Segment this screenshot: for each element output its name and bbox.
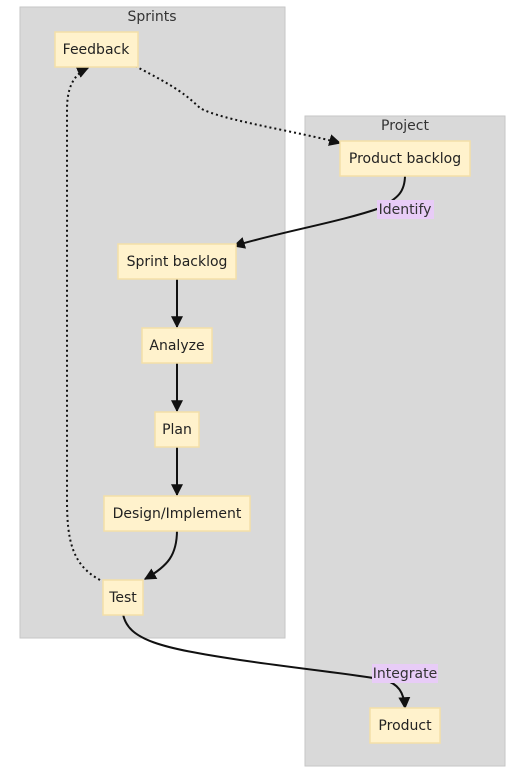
node-test[interactable]: Test xyxy=(102,579,144,616)
node-product-label: Product xyxy=(378,718,432,734)
node-design-implement[interactable]: Design/Implement xyxy=(103,495,251,532)
cluster-project-box xyxy=(304,115,506,767)
node-product[interactable]: Product xyxy=(369,707,441,744)
node-sprint-backlog[interactable]: Sprint backlog xyxy=(117,243,237,280)
node-feedback[interactable]: Feedback xyxy=(54,31,139,68)
edge-label-integrate: Integrate xyxy=(372,664,438,683)
node-product-backlog[interactable]: Product backlog xyxy=(339,140,471,177)
edge-label-identify: Identify xyxy=(377,200,434,219)
node-sprint-backlog-label: Sprint backlog xyxy=(127,254,228,270)
edge-label-identify-text: Identify xyxy=(379,202,432,218)
edge-test-to-feedback xyxy=(66,66,101,581)
edge-label-identify-bg xyxy=(377,200,434,219)
node-test-box[interactable] xyxy=(102,579,144,616)
node-plan-box[interactable] xyxy=(154,411,200,448)
node-design-implement-label: Design/Implement xyxy=(113,506,242,522)
cluster-project: Project xyxy=(304,115,506,767)
node-analyze-label: Analyze xyxy=(149,338,204,354)
cluster-sprints: Sprints xyxy=(19,6,286,639)
node-analyze-box[interactable] xyxy=(141,327,213,364)
node-product-backlog-label: Product backlog xyxy=(349,151,461,167)
edge-label-integrate-bg xyxy=(372,664,438,683)
node-sprint-backlog-box[interactable] xyxy=(117,243,237,280)
edge-label-integrate-text: Integrate xyxy=(373,666,437,682)
node-design-implement-box[interactable] xyxy=(103,495,251,532)
node-plan-label: Plan xyxy=(162,422,192,438)
node-test-label: Test xyxy=(108,590,137,606)
edge-test-to-product xyxy=(122,613,411,710)
node-product-box[interactable] xyxy=(369,707,441,744)
node-feedback-box[interactable] xyxy=(54,31,139,68)
node-plan[interactable]: Plan xyxy=(154,411,200,448)
cluster-project-label: Project xyxy=(381,118,429,134)
edge-design-implement-to-test xyxy=(143,529,178,580)
cluster-sprints-box xyxy=(19,6,286,639)
edge-product-backlog-to-sprint-backlog xyxy=(232,174,406,249)
cluster-sprints-label: Sprints xyxy=(127,9,176,25)
node-feedback-label: Feedback xyxy=(63,42,131,58)
edge-feedback-to-product-backlog xyxy=(134,65,342,146)
node-product-backlog-box[interactable] xyxy=(339,140,471,177)
node-analyze[interactable]: Analyze xyxy=(141,327,213,364)
